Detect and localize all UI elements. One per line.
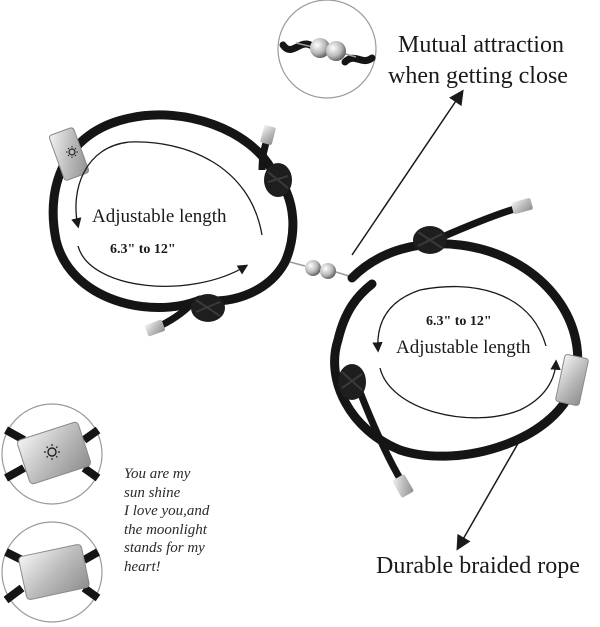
message-line: stands for my — [124, 540, 205, 556]
magnet-callout-line-2: when getting close — [388, 63, 568, 89]
message-block: You are my sun shine I love you,and the … — [124, 465, 209, 576]
right-bracelet — [330, 198, 589, 498]
left-bracelet — [48, 110, 298, 337]
message-line: I love you,and — [124, 503, 210, 519]
left-size-range: 6.3" to 12" — [110, 242, 176, 257]
sun-charm-closeup — [1, 403, 103, 505]
left-adjustable-label: Adjustable length — [92, 206, 227, 227]
message-line: You are my — [124, 466, 191, 482]
message-line: heart! — [124, 558, 161, 575]
sun-icon — [66, 146, 78, 158]
rope-callout-arrow — [456, 439, 521, 551]
right-size-range: 6.3" to 12" — [426, 314, 492, 329]
magnet-closeup — [277, 0, 377, 99]
magnetic-clasp — [289, 260, 353, 279]
magnet-callout-line-1: Mutual attraction — [398, 32, 564, 58]
right-adjustable-label: Adjustable length — [396, 337, 531, 358]
message-line: the moonlight — [124, 521, 207, 538]
magnet-callout-arrow — [351, 89, 464, 256]
rope-callout: Durable braided rope — [376, 553, 580, 579]
moon-charm-closeup — [1, 521, 103, 623]
message-line: sun shine — [124, 484, 181, 501]
